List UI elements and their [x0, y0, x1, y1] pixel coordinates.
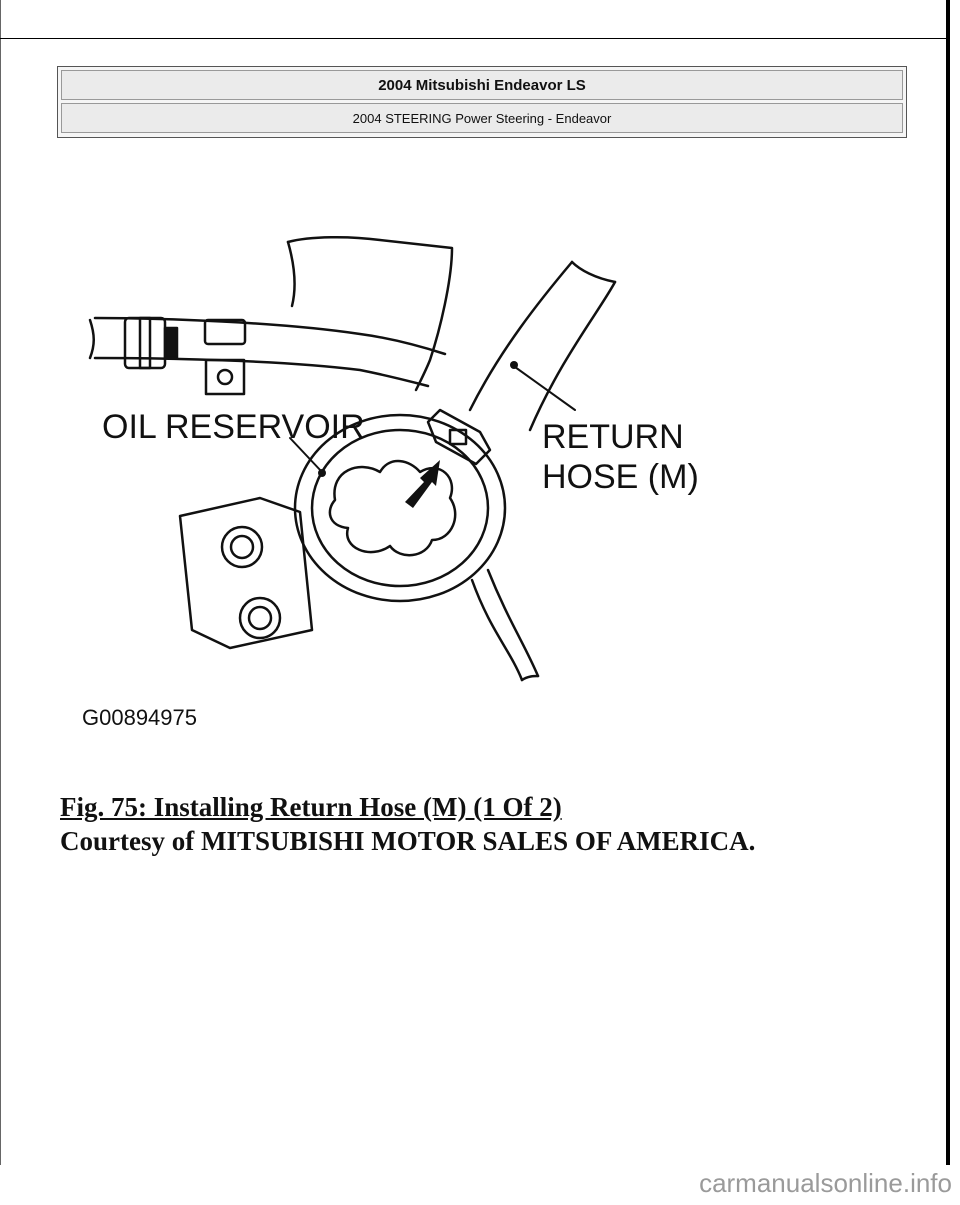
- figure-title-link[interactable]: Fig. 75: Installing Return Hose (M) (1 O…: [60, 792, 562, 822]
- pipe-connector: [123, 316, 167, 370]
- header-subtitle-row: 2004 STEERING Power Steering - Endeavor: [61, 103, 903, 133]
- figure-caption: Fig. 75: Installing Return Hose (M) (1 O…: [60, 790, 920, 858]
- page-frame-left: [0, 0, 1, 1165]
- page-frame-right: [946, 0, 950, 1165]
- page-frame-top: [0, 38, 948, 39]
- courtesy-line: Courtesy of MITSUBISHI MOTOR SALES OF AM…: [60, 826, 756, 856]
- document-subtitle: 2004 STEERING Power Steering - Endeavor: [352, 110, 612, 126]
- document-title: 2004 Mitsubishi Endeavor LS: [378, 76, 586, 94]
- header-title-row: 2004 Mitsubishi Endeavor LS: [61, 70, 903, 100]
- document-header: 2004 Mitsubishi Endeavor LS 2004 STEERIN…: [57, 66, 907, 138]
- return-hose-label-line2: HOSE (M): [542, 458, 699, 496]
- oil-reservoir-label: OIL RESERVOIR: [102, 408, 365, 446]
- return-hose-illustration: OIL RESERVOIR RETURN HOSE (M) G00894975: [60, 210, 760, 750]
- mount-bracket: [204, 358, 246, 396]
- outlet-pipe: [470, 578, 524, 682]
- hose-clamp: [426, 408, 492, 466]
- direction-arrow-icon: [405, 460, 440, 508]
- bracket-plate: [178, 496, 314, 650]
- return-hose-label-line1: RETURN: [542, 418, 684, 456]
- watermark: carmanualsonline.info: [699, 1168, 952, 1198]
- left-pipe: [93, 316, 447, 356]
- return-hose: [468, 260, 574, 412]
- figure-code-label: G00894975: [82, 705, 197, 730]
- upper-hose: [286, 235, 454, 392]
- oil-reservoir: [293, 413, 507, 603]
